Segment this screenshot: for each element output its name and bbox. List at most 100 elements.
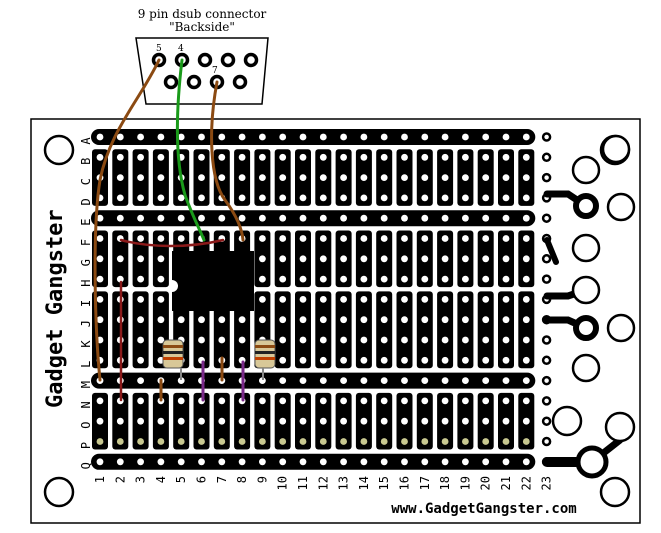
pad-C16 bbox=[401, 174, 408, 182]
pad-G10 bbox=[279, 255, 287, 263]
pad-F19 bbox=[462, 235, 469, 242]
pad-O9 bbox=[259, 417, 266, 425]
pad-M14 bbox=[360, 377, 368, 384]
pad-N17 bbox=[421, 397, 429, 405]
pad-C20 bbox=[482, 174, 490, 182]
pad-L22 bbox=[522, 356, 530, 364]
pad-H1 bbox=[96, 275, 104, 283]
pad-K23 bbox=[541, 335, 552, 345]
pad-L10 bbox=[279, 356, 287, 364]
strip-col-11 bbox=[295, 291, 311, 369]
pad-G21 bbox=[502, 255, 510, 263]
pad-K17 bbox=[421, 336, 429, 344]
pad-A8 bbox=[238, 133, 246, 141]
row-label-B: B bbox=[79, 158, 93, 165]
pad-F17 bbox=[421, 235, 429, 242]
pad-I21 bbox=[502, 296, 510, 303]
right-pad-2 bbox=[601, 134, 631, 164]
pad-J7 bbox=[218, 316, 226, 324]
pad-C3 bbox=[137, 174, 145, 182]
pad-J6 bbox=[198, 316, 205, 324]
right-pad-5 bbox=[571, 233, 601, 263]
pad-A13 bbox=[340, 133, 347, 141]
pad-L14 bbox=[360, 356, 368, 364]
pad-J18 bbox=[441, 316, 449, 324]
pad-H20 bbox=[482, 275, 490, 283]
pad-D11 bbox=[299, 194, 307, 202]
pad-E13 bbox=[340, 214, 347, 222]
pad-A3 bbox=[137, 133, 145, 141]
pad-A1 bbox=[96, 133, 104, 141]
pad-O23 bbox=[541, 416, 552, 426]
pad-C15 bbox=[380, 174, 388, 182]
pad-K11 bbox=[299, 336, 307, 344]
pad-Q19 bbox=[462, 458, 469, 466]
pad-Q21 bbox=[502, 458, 510, 466]
pad-A15 bbox=[380, 133, 388, 141]
pad-H4 bbox=[157, 275, 165, 283]
row-label-J: J bbox=[79, 320, 93, 327]
mounting-hole-bottom-right bbox=[599, 476, 631, 508]
rail-A bbox=[91, 129, 536, 145]
pad-A20 bbox=[482, 133, 490, 141]
pad-O8 bbox=[238, 417, 246, 425]
pad-K10 bbox=[279, 336, 287, 344]
pad-B12 bbox=[319, 153, 327, 161]
pad-L19 bbox=[462, 356, 469, 364]
pad-A11 bbox=[299, 133, 307, 141]
column-number-10: 10 bbox=[276, 476, 290, 490]
pad-C18 bbox=[441, 174, 449, 182]
pad-L17 bbox=[421, 356, 429, 364]
pad-M16 bbox=[401, 377, 408, 384]
row-label-P: P bbox=[79, 442, 93, 449]
wire-green-pin4 bbox=[176, 58, 206, 242]
pad-A21 bbox=[502, 133, 510, 141]
pad-P19 bbox=[462, 438, 469, 445]
pad-C12 bbox=[319, 174, 327, 182]
pad-J11 bbox=[299, 316, 307, 324]
column-number-5: 5 bbox=[174, 476, 188, 483]
pad-K16 bbox=[401, 336, 408, 344]
pad-A6 bbox=[198, 133, 205, 141]
pad-D6 bbox=[198, 194, 205, 202]
pad-F9 bbox=[259, 235, 266, 242]
right-pad-4 bbox=[606, 192, 636, 222]
strip-col-21 bbox=[498, 291, 514, 369]
pad-P5 bbox=[177, 438, 185, 445]
pad-O13 bbox=[340, 417, 347, 425]
pad-D20 bbox=[482, 194, 490, 202]
pad-C23 bbox=[541, 172, 552, 183]
pad-I11 bbox=[299, 296, 307, 303]
pad-B22 bbox=[522, 153, 530, 161]
pad-N18 bbox=[441, 397, 449, 405]
pad-L18 bbox=[441, 356, 449, 364]
row-label-F: F bbox=[79, 239, 93, 246]
pad-M18 bbox=[441, 377, 449, 384]
row-label-C: C bbox=[79, 178, 93, 185]
strip-col-20 bbox=[477, 291, 494, 369]
pad-I15 bbox=[380, 296, 388, 303]
pad-E21 bbox=[502, 214, 510, 222]
ic-chip bbox=[172, 251, 254, 311]
column-number-21: 21 bbox=[499, 476, 513, 490]
pad-F11 bbox=[299, 235, 307, 242]
pad-B7 bbox=[218, 153, 226, 161]
row-label-E: E bbox=[79, 219, 93, 226]
pad-D3 bbox=[137, 194, 145, 202]
connector-title: 9 pin dsub connector bbox=[138, 7, 267, 21]
pad-A7 bbox=[218, 133, 226, 141]
pad-B23 bbox=[541, 152, 552, 163]
pad-Q4 bbox=[157, 458, 165, 466]
pad-F3 bbox=[137, 235, 145, 242]
pad-O21 bbox=[502, 417, 510, 425]
pad-L11 bbox=[299, 356, 307, 364]
pad-M15 bbox=[380, 377, 388, 384]
column-number-2: 2 bbox=[113, 476, 127, 483]
pad-O4 bbox=[157, 417, 165, 425]
pad-J17 bbox=[421, 316, 429, 324]
pad-Q7 bbox=[218, 458, 226, 466]
pad-N16 bbox=[401, 397, 408, 405]
pad-G15 bbox=[380, 255, 388, 263]
pad-F20 bbox=[482, 235, 490, 242]
